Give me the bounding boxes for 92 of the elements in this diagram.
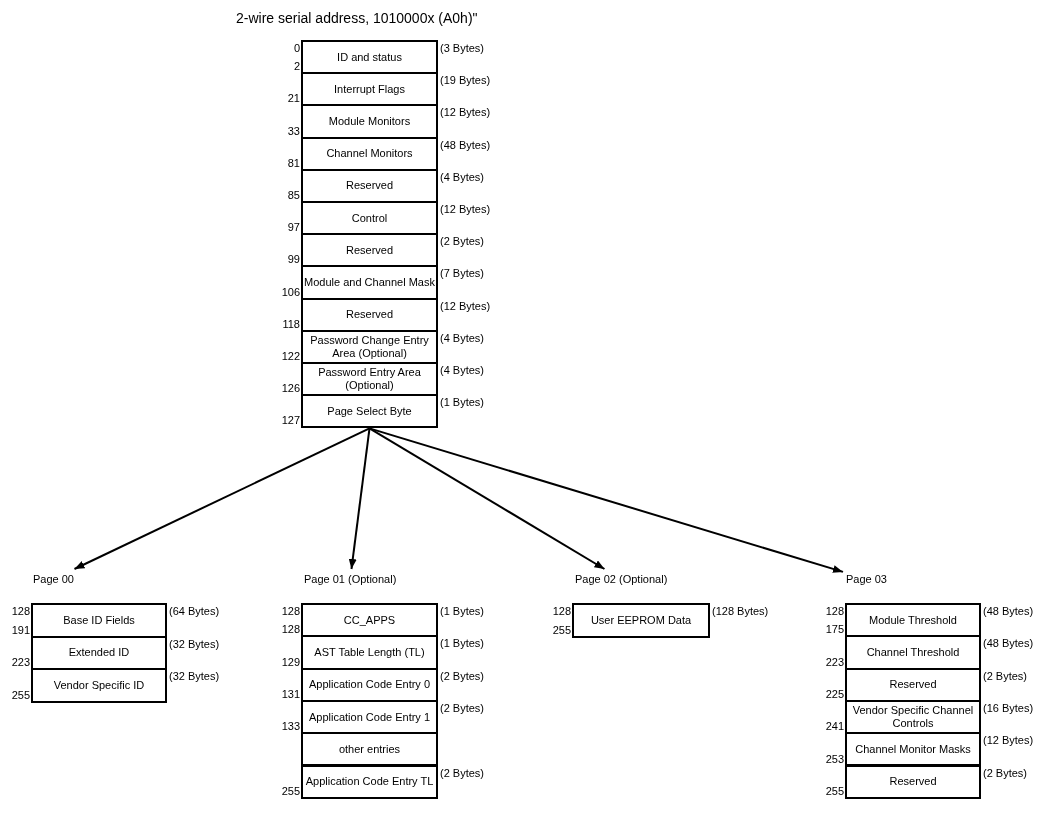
byte-count-label: (12 Bytes) <box>440 106 491 120</box>
address-label: 81 <box>287 156 300 170</box>
address-label: 129 <box>281 655 300 669</box>
address-label: 126 <box>281 382 300 396</box>
byte-count-label: (12 Bytes) <box>440 203 491 216</box>
address-label: 133 <box>281 720 300 734</box>
address-label: 128 <box>281 605 300 618</box>
byte-count-label: (2 Bytes) <box>983 766 1027 780</box>
byte-count-label: (48 Bytes) <box>440 138 491 152</box>
byte-count-label: (2 Bytes) <box>440 701 484 715</box>
address-label: 21 <box>287 92 300 106</box>
memory-cell: Application Code Entry TL <box>301 764 438 799</box>
address-label: 128 <box>281 623 300 637</box>
memory-cell: Password Change Entry Area (Optional) <box>301 329 438 364</box>
address-label: 127 <box>281 414 300 428</box>
address-label: 106 <box>281 285 300 299</box>
memory-cell: Base ID Fields <box>31 603 167 638</box>
byte-count-label: (48 Bytes) <box>983 637 1034 651</box>
memory-cell: Channel Threshold <box>845 635 981 670</box>
memory-cell: Password Entry Area (Optional) <box>301 362 438 397</box>
address-label: 85 <box>287 189 300 202</box>
memory-cell: CC_APPS <box>301 603 438 638</box>
address-label: 99 <box>287 253 300 267</box>
address-label: 0 <box>293 42 300 55</box>
address-label: 255 <box>281 784 300 798</box>
address-label: 255 <box>825 784 844 798</box>
page-label: Page 03 <box>846 572 887 586</box>
address-label: 131 <box>281 687 300 701</box>
memory-cell: Interrupt Flags <box>301 72 438 107</box>
byte-count-label: (2 Bytes) <box>440 766 484 780</box>
byte-count-label: (64 Bytes) <box>169 605 220 618</box>
arrow <box>348 427 371 570</box>
memory-cell: Vendor Specific ID <box>31 668 167 703</box>
page-label: Page 02 (Optional) <box>575 572 668 586</box>
byte-count-label: (32 Bytes) <box>169 670 220 683</box>
address-label: 223 <box>825 655 844 669</box>
memory-cell: Channel Monitor Masks <box>845 732 981 767</box>
byte-count-label: (12 Bytes) <box>983 734 1034 748</box>
byte-count-label: (19 Bytes) <box>440 74 491 88</box>
address-label: 225 <box>825 687 844 701</box>
memory-cell: Application Code Entry 0 <box>301 667 438 702</box>
byte-count-label: (2 Bytes) <box>440 669 484 683</box>
memory-cell: Module Monitors <box>301 104 438 139</box>
title: 2-wire serial address, 1010000x (A0h)" <box>236 10 478 27</box>
address-label: 128 <box>11 605 30 618</box>
memory-cell: Module and Channel Mask <box>301 265 438 300</box>
page-label: Page 01 (Optional) <box>304 572 397 586</box>
address-label: 122 <box>281 350 300 363</box>
memory-cell: Channel Monitors <box>301 136 438 171</box>
address-label: 97 <box>287 221 300 235</box>
page-label: Page 00 <box>33 572 74 586</box>
memory-cell: ID and status <box>301 40 438 75</box>
address-label: 128 <box>825 605 844 618</box>
byte-count-label: (4 Bytes) <box>440 364 484 377</box>
memory-cell: Reserved <box>301 297 438 332</box>
arrow <box>368 427 606 570</box>
byte-count-label: (2 Bytes) <box>983 669 1027 683</box>
memory-cell: other entries <box>301 732 438 767</box>
memory-cell: Module Threshold <box>845 603 981 638</box>
byte-count-label: (48 Bytes) <box>983 605 1034 618</box>
byte-count-label: (4 Bytes) <box>440 331 484 345</box>
memory-cell: AST Table Length (TL) <box>301 635 438 670</box>
byte-count-label: (3 Bytes) <box>440 42 484 55</box>
memory-cell: Reserved <box>301 168 438 203</box>
byte-count-label: (128 Bytes) <box>712 605 769 618</box>
byte-count-label: (12 Bytes) <box>440 299 491 313</box>
byte-count-label: (4 Bytes) <box>440 170 484 184</box>
memory-cell: Control <box>301 201 438 236</box>
memory-cell: Reserved <box>845 764 981 799</box>
memory-cell: User EEPROM Data <box>572 603 710 638</box>
address-label: 255 <box>11 688 30 702</box>
memory-cell: Reserved <box>845 667 981 702</box>
address-label: 223 <box>11 656 30 669</box>
address-label: 118 <box>282 317 300 331</box>
address-label: 2 <box>293 60 300 74</box>
address-label: 33 <box>287 124 300 138</box>
byte-count-label: (7 Bytes) <box>440 267 484 281</box>
byte-count-label: (1 Bytes) <box>440 605 484 618</box>
byte-count-label: (32 Bytes) <box>169 637 220 651</box>
byte-count-label: (1 Bytes) <box>440 637 484 651</box>
memory-cell: Page Select Byte <box>301 394 438 429</box>
byte-count-label: (2 Bytes) <box>440 235 484 249</box>
arrow <box>73 427 371 570</box>
address-label: 253 <box>825 752 844 766</box>
address-label: 175 <box>825 623 844 637</box>
byte-count-label: (1 Bytes) <box>440 396 484 410</box>
byte-count-label: (16 Bytes) <box>983 701 1034 715</box>
memory-cell: Reserved <box>301 233 438 268</box>
address-label: 241 <box>825 720 844 734</box>
address-label: 128 <box>552 605 571 618</box>
address-label: 255 <box>552 623 571 637</box>
address-label: 191 <box>11 623 30 637</box>
